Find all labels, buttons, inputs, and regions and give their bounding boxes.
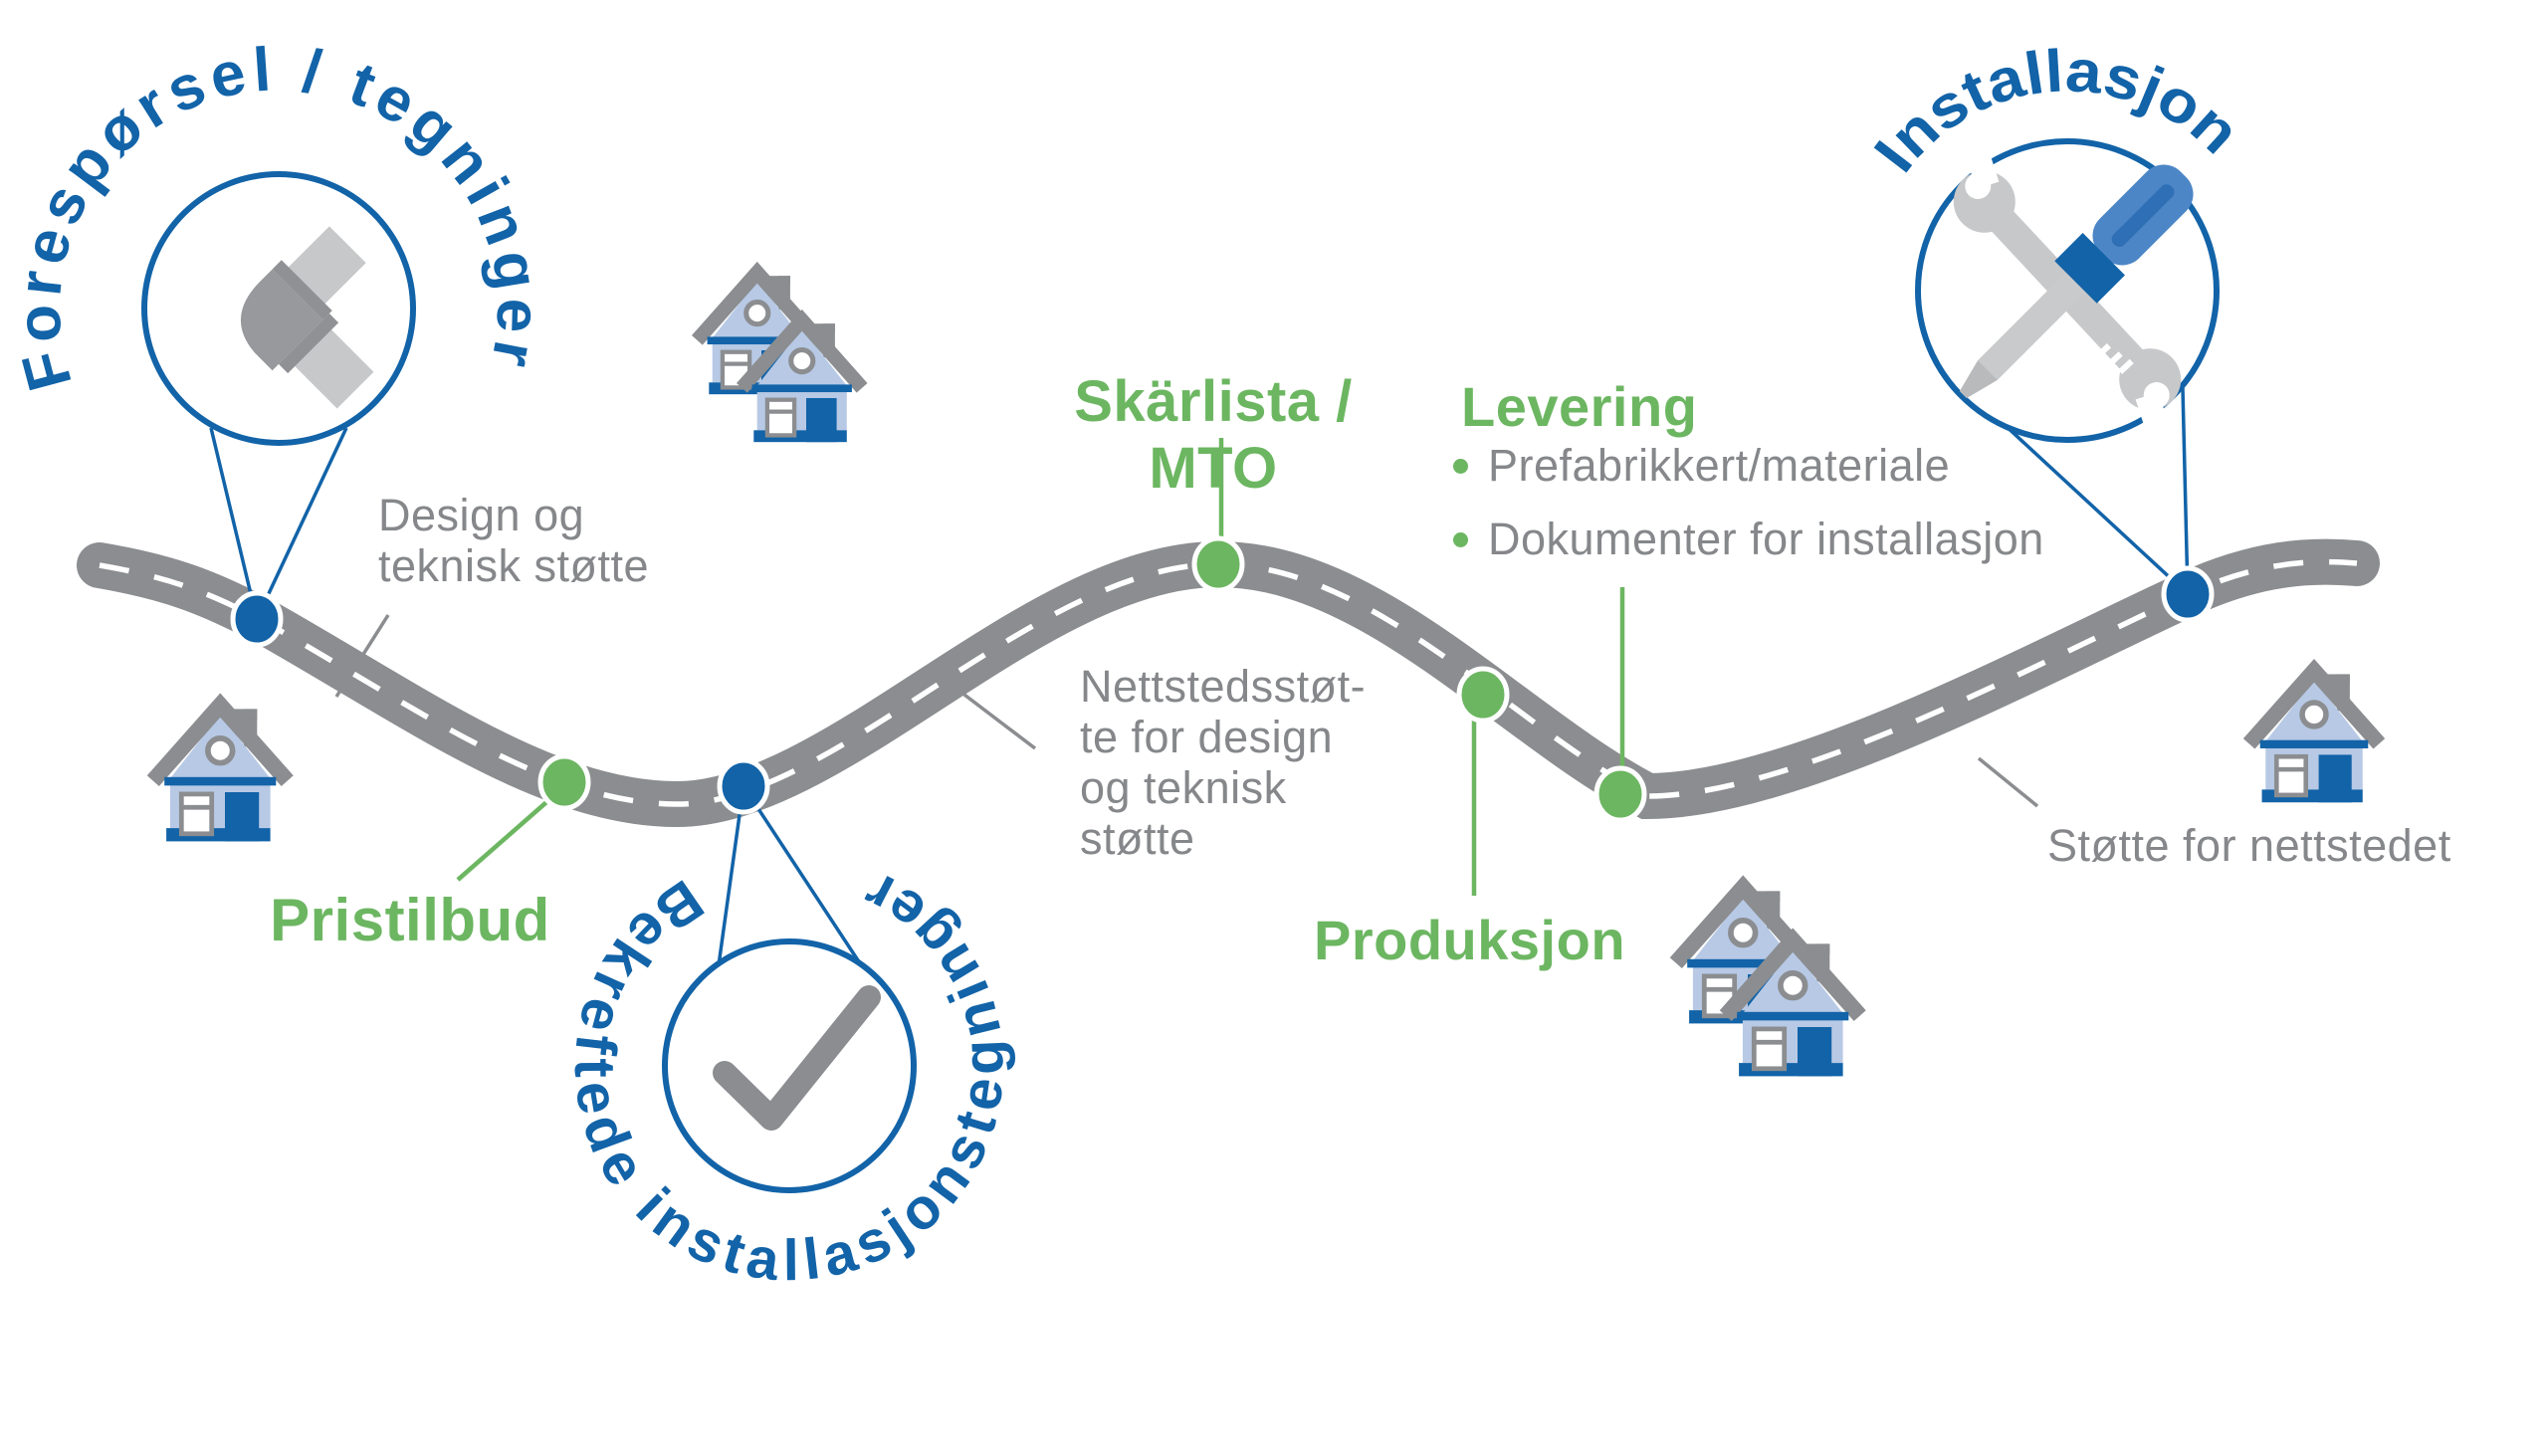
pointer-site-support — [934, 671, 1037, 750]
magnifier-line-installasjon-right — [2181, 387, 2190, 595]
magnifier-line-bekreftede-left — [717, 785, 745, 966]
magnifier-line-foresporsel-left — [209, 427, 259, 620]
milestone-dot-foresporsel — [230, 590, 284, 648]
note-design-support-line1: Design og — [378, 490, 585, 540]
bullet-dot-icon — [1453, 531, 1468, 547]
house-left — [153, 706, 288, 842]
milestone-dot-bekreftede — [717, 757, 770, 815]
note-site-support: Nettstedsstøt- te for design og teknisk … — [1080, 661, 1366, 864]
pointer-design-support — [334, 614, 390, 698]
label-skarlista: Skärlista / MTO — [1074, 369, 1353, 501]
bullet-dot-icon — [1453, 458, 1468, 474]
connector-pristilbud — [456, 794, 555, 882]
pointer-site-support-right — [1977, 756, 2039, 808]
levering-bullets: Prefabrikkert/materiale Dokumenter for i… — [1453, 440, 2044, 587]
levering-bullet-row: Prefabrikkert/materiale — [1453, 440, 2044, 492]
screwdriver-icon — [1959, 164, 2194, 399]
magnifier-line-installasjon-left — [1988, 409, 2190, 596]
levering-bullet-1: Prefabrikkert/materiale — [1488, 440, 1951, 491]
checkmark-icon — [713, 985, 881, 1131]
label-pristilbud: Pristilbud — [270, 887, 550, 953]
note-site-support-line3: og teknisk — [1080, 762, 1287, 813]
levering-bullet-2: Dokumenter for installasjon — [1488, 514, 2044, 564]
levering-bullet-row: Dokumenter for installasjon — [1453, 514, 2044, 565]
bekreftede-circle — [662, 938, 917, 1193]
note-site-support-line2: te for design — [1080, 712, 1334, 762]
milestone-dot-installasjon — [2161, 565, 2215, 623]
note-site-support-right: Støtte for nettstedet — [2047, 820, 2451, 871]
label-levering: Levering — [1461, 375, 1698, 438]
label-produksjon: Produksjon — [1314, 909, 1626, 971]
note-design-support-line2: teknisk støtte — [378, 540, 650, 591]
pipe-elbow-icon — [240, 226, 374, 409]
magnifier-line-foresporsel-right — [255, 427, 348, 620]
note-design-support: Design og teknisk støtte — [378, 490, 649, 591]
milestone-dot-pristilbud — [537, 753, 591, 811]
note-site-support-line1: Nettstedsstøt- — [1080, 661, 1367, 712]
milestone-dot-produksjon — [1456, 666, 1510, 724]
milestone-dot-skarlista — [1191, 535, 1245, 593]
note-site-support-line4: støtte — [1080, 813, 1195, 864]
magnifier-line-bekreftede-right — [742, 785, 862, 964]
milestone-dot-levering — [1593, 765, 1647, 823]
house-right — [2249, 671, 2380, 802]
